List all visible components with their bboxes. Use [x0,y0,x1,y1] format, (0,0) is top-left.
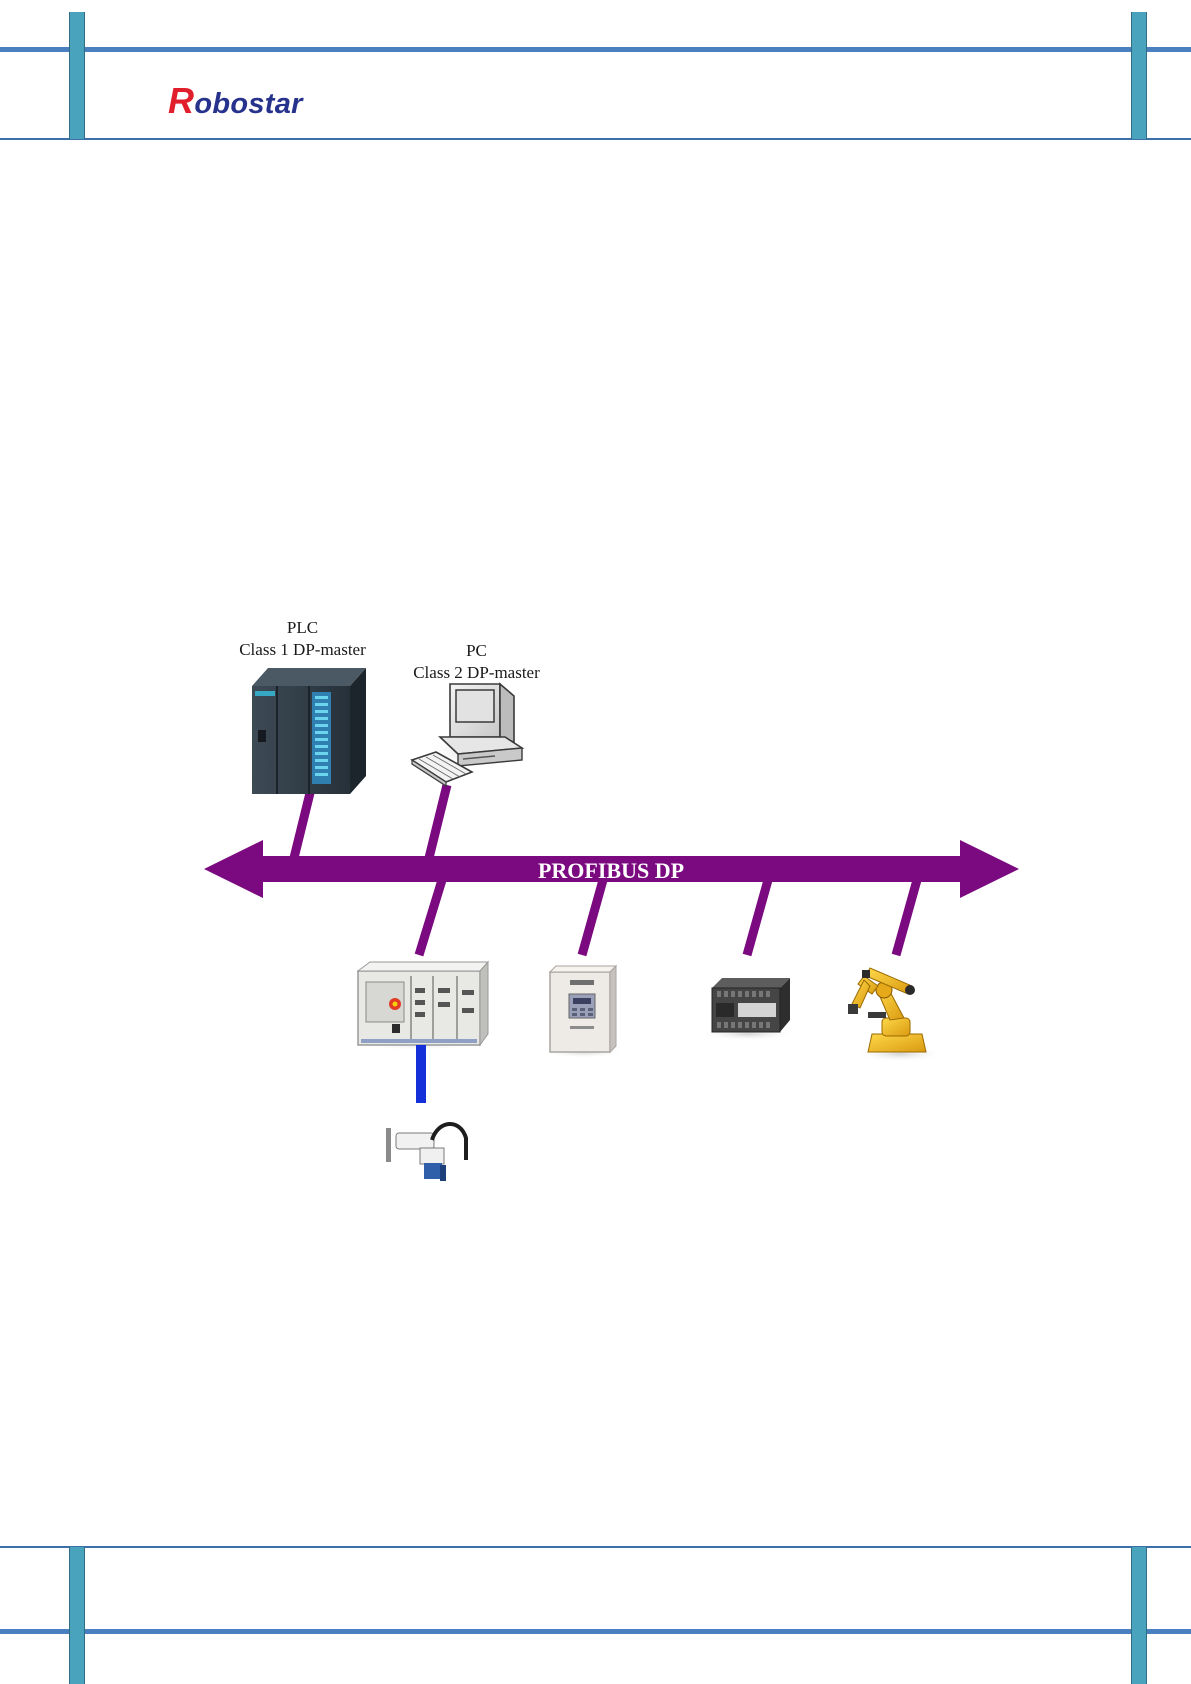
drop-industrial-robot [896,880,917,955]
drop-inverter [582,880,603,955]
scara-robot-icon [386,1124,466,1181]
drop-plc [293,793,310,862]
drop-pc [428,785,447,862]
plc-icon [243,668,373,794]
robot-controller-icon [348,962,488,1051]
drop-io-module [747,880,768,955]
pc-icon [412,684,530,786]
controller-scara-link [416,1045,426,1103]
drop-robot-controller [419,880,442,955]
io-module-icon [700,978,796,1041]
inverter-drive-icon [542,966,626,1058]
industrial-robot-arm-icon [848,968,944,1062]
bus-label: PROFIBUS DP [538,858,684,883]
